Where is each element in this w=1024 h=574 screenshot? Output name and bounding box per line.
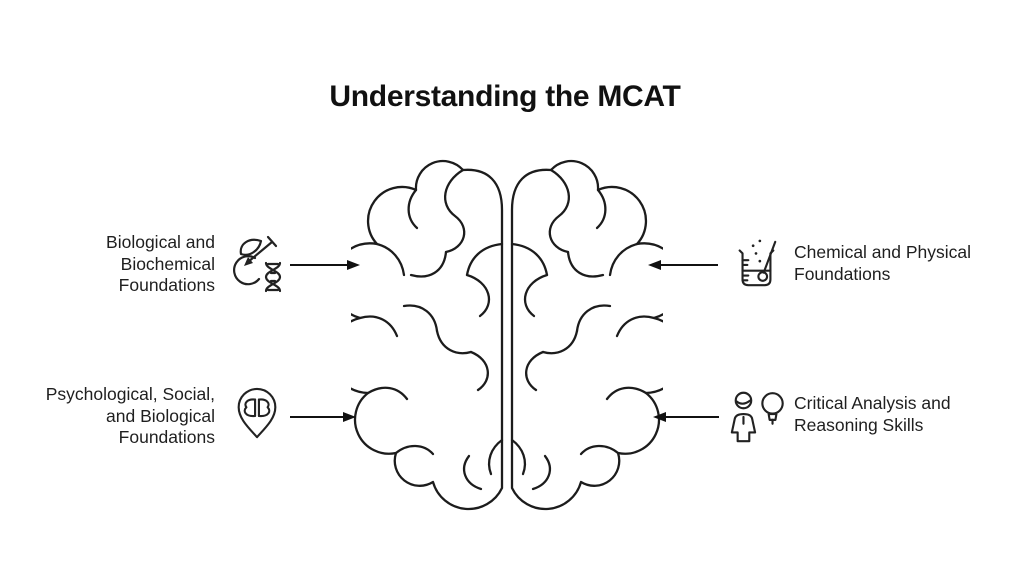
page-title: Understanding the MCAT <box>329 80 681 114</box>
arrow-to-brain-right-bottom <box>652 409 720 425</box>
arrow-to-brain-left-bottom <box>289 409 357 425</box>
section-label-critical-analysis: Critical Analysis and Reasoning Skills <box>794 393 951 435</box>
person-lightbulb-icon <box>727 388 789 444</box>
section-label-biological-biochemical: Biological and Biochemical Foundations <box>106 232 215 295</box>
arrow-to-brain-right-top <box>647 257 719 273</box>
brain-map-pin-icon <box>230 386 284 442</box>
section-label-psychological-social: Psychological, Social, and Biological Fo… <box>45 384 215 447</box>
beaker-thermometer-icon <box>731 235 781 293</box>
arrow-to-brain-left-top <box>289 257 361 273</box>
section-label-chemical-physical: Chemical and Physical Foundations <box>794 242 972 284</box>
brain-top-view-drawing <box>351 159 663 511</box>
brain-illustration <box>351 156 663 514</box>
apple-dna-icon <box>229 233 287 293</box>
